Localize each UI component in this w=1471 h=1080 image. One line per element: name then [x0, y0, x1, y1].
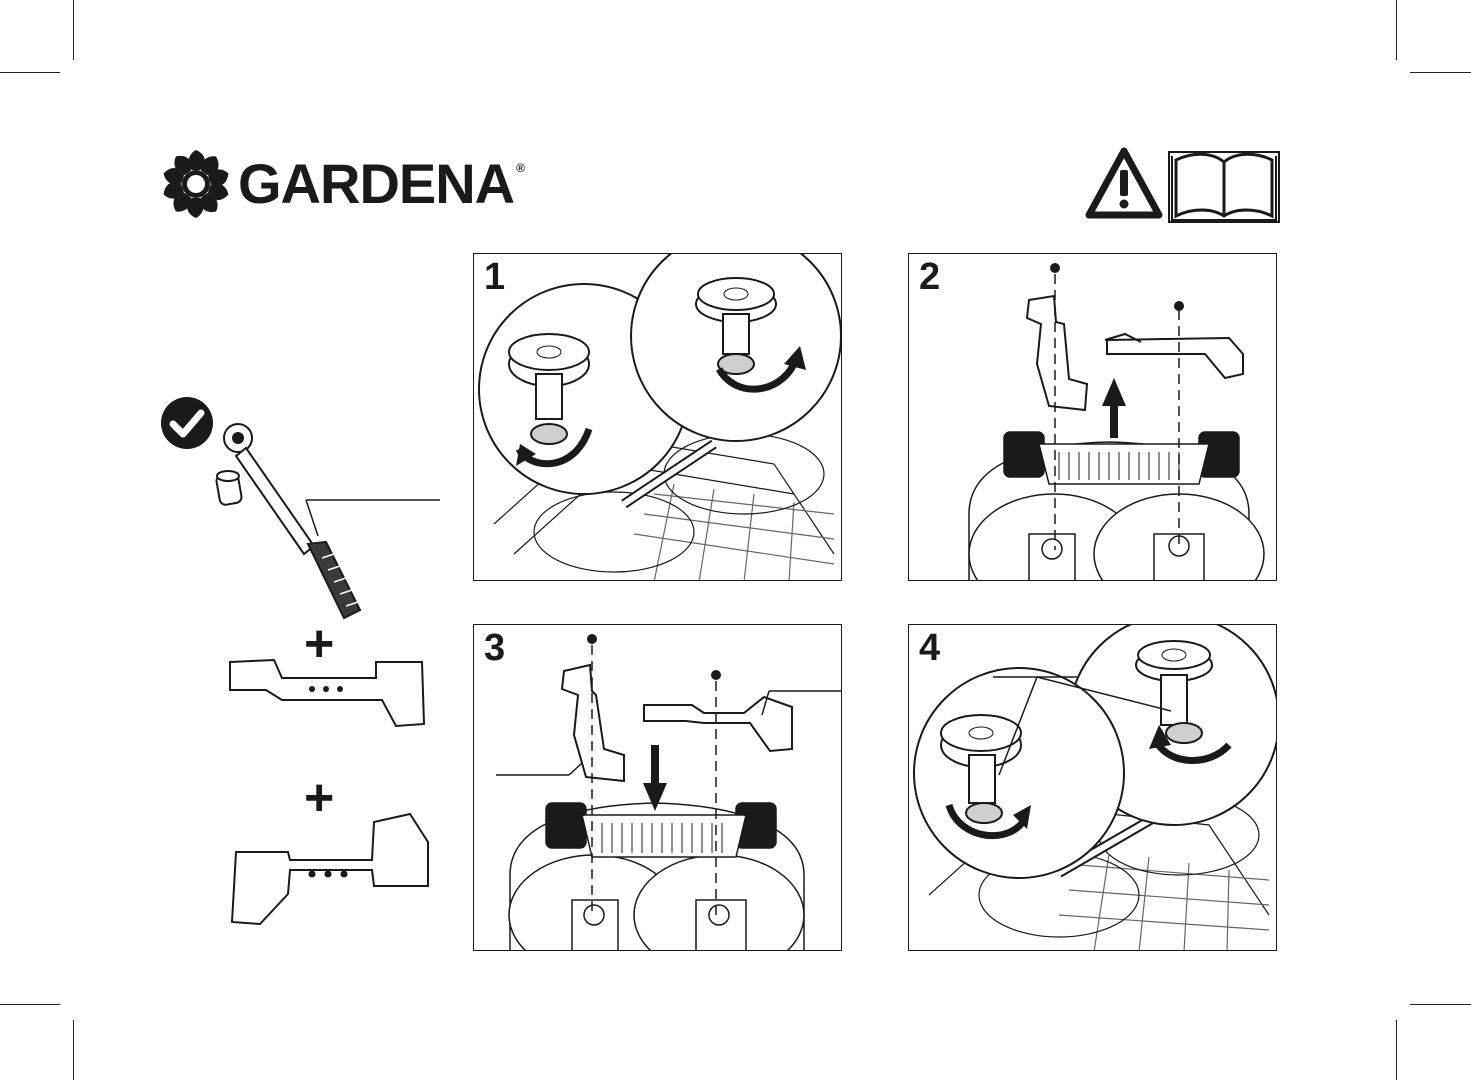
step-2-drawing [909, 254, 1277, 581]
torque-wrench-illustration [210, 418, 450, 628]
step-1-number: 1 [484, 258, 505, 296]
small-blade-illustration [226, 656, 430, 730]
gardena-flower-icon [160, 148, 232, 220]
large-blade-illustration [228, 812, 432, 930]
step-3-panel: 3 [473, 624, 842, 951]
brand-name-text: GARDENA [238, 152, 514, 215]
step-2-number: 2 [919, 258, 940, 296]
crop-mark-br-h [1410, 1004, 1471, 1005]
step-4-number: 4 [919, 629, 940, 667]
step-3-number: 3 [484, 629, 505, 667]
step-1-drawing [474, 254, 842, 581]
crop-mark-tl-v [73, 0, 74, 60]
crop-mark-tr-v [1396, 0, 1397, 60]
registered-mark: ® [516, 161, 524, 175]
warning-triangle-icon [1085, 146, 1163, 220]
crop-mark-bl-v [73, 1020, 74, 1080]
step-4-drawing [909, 625, 1277, 951]
step-1-panel: 1 [473, 253, 842, 581]
brand-name: GARDENA® [238, 156, 524, 212]
crop-mark-tr-h [1410, 72, 1471, 73]
crop-mark-bl-h [0, 1004, 60, 1005]
step-3-drawing [474, 625, 842, 951]
open-book-icon [1168, 146, 1280, 224]
checkmark-circle-icon [160, 396, 214, 450]
crop-mark-br-v [1396, 1020, 1397, 1080]
step-2-panel: 2 [908, 253, 1277, 581]
step-4-panel: 4 [908, 624, 1277, 951]
crop-mark-tl-h [0, 72, 60, 73]
